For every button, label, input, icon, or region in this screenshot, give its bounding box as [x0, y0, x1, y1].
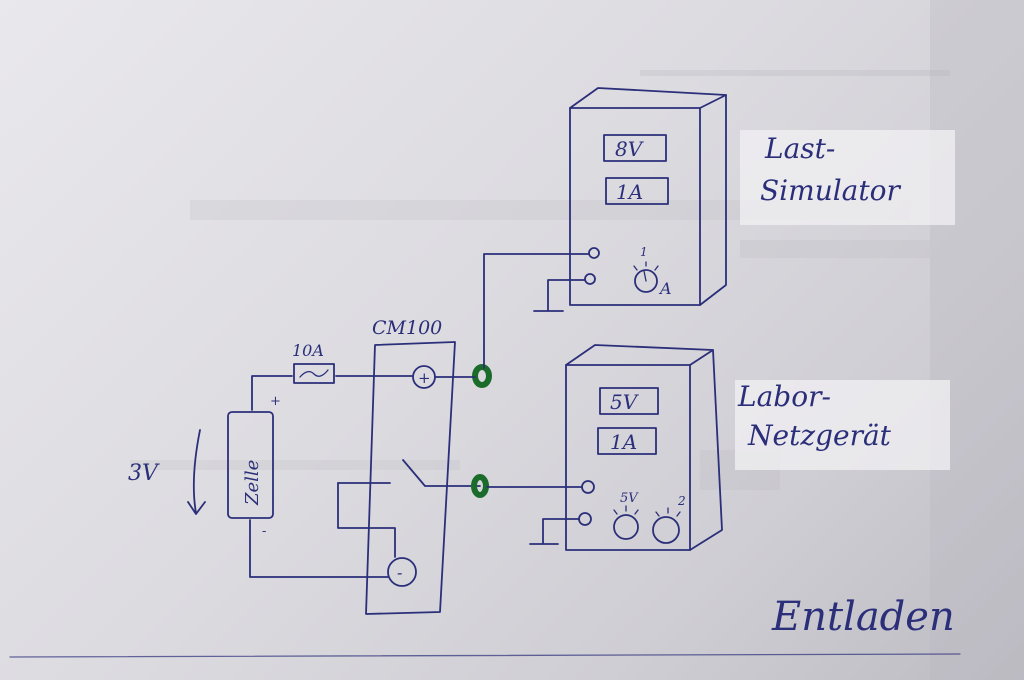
cm100-module: CM100 + - — [337, 317, 481, 615]
cm100-switch-icon — [337, 459, 481, 487]
load-terminal-top — [588, 247, 600, 259]
load-ground-icon — [533, 279, 586, 312]
load-knob-unit: A — [658, 279, 672, 298]
load-knob-icon — [634, 269, 658, 293]
circuit-wiring — [249, 253, 590, 578]
psu-ground-icon — [529, 518, 580, 545]
load-simulator-top — [569, 87, 727, 109]
psu-voltage-display — [599, 387, 659, 415]
cell-label: Zelle — [242, 460, 263, 506]
load-knob-ticks — [633, 261, 659, 282]
fuse-icon — [293, 363, 335, 384]
load-simulator: 8V 1A 1 A — [569, 87, 727, 306]
psu-knob-voltage: 5V — [620, 491, 639, 506]
wire-cell-to-fuse — [251, 375, 293, 411]
psu-label-2: Netzgerät — [747, 419, 892, 452]
tape-strip — [740, 130, 955, 225]
cm100-minus-sign: - — [397, 563, 402, 582]
tape-strip — [735, 380, 950, 470]
fuse-label: 10A — [292, 341, 324, 360]
lab-power-supply: 5V 1A 5V 2 — [565, 344, 723, 551]
cell-minus-sign: - — [262, 524, 266, 539]
psu-terminal-top — [581, 480, 595, 494]
diagram-title: Entladen — [771, 594, 955, 640]
cell-plus-sign: + — [270, 394, 281, 409]
bottom-rule — [9, 653, 961, 658]
green-clip-top — [472, 364, 492, 388]
load-simulator-label-2: Simulator — [760, 174, 901, 207]
load-current-display — [605, 177, 669, 205]
psu-voltage-value: 5V — [610, 390, 640, 414]
wire-cell-to-minus — [249, 519, 389, 578]
fuse-element — [299, 369, 329, 378]
show-through-print — [130, 0, 1024, 680]
load-simulator-side — [699, 94, 727, 306]
load-simulator-label-1: Last- — [764, 132, 835, 165]
psu-side — [689, 349, 723, 551]
cm100-label: CM100 — [372, 317, 442, 339]
psu-current-display — [597, 427, 657, 455]
load-current-value: 1A — [616, 180, 643, 204]
green-clip-bottom — [471, 474, 489, 498]
cm100-minus-terminal-icon — [387, 557, 417, 587]
psu-current-value: 1A — [610, 430, 637, 454]
psu-voltage-knob-icon — [613, 514, 639, 540]
psu-top — [565, 344, 714, 366]
load-voltage-value: 8V — [615, 137, 645, 161]
psu-knob-ticks — [613, 505, 681, 517]
cell-voltage-label: 3V — [128, 461, 160, 486]
cm100-plus-sign: + — [418, 369, 431, 387]
psu-knob-mark: 2 — [677, 494, 686, 508]
load-voltage-display — [603, 134, 667, 162]
psu-current-knob-icon — [652, 516, 680, 544]
cell-body — [227, 411, 274, 519]
load-knob-mark: 1 — [640, 245, 648, 259]
wire-clip-to-load — [483, 253, 590, 369]
voltage-arrow-icon — [187, 429, 206, 515]
cm100-switch-wire — [337, 482, 396, 558]
cm100-outline — [365, 341, 456, 615]
psu-terminal-bottom — [578, 512, 592, 526]
psu-label-1: Labor- — [737, 380, 831, 413]
battery-cell: Zelle + - — [227, 394, 281, 539]
load-terminal-bottom — [584, 273, 596, 285]
